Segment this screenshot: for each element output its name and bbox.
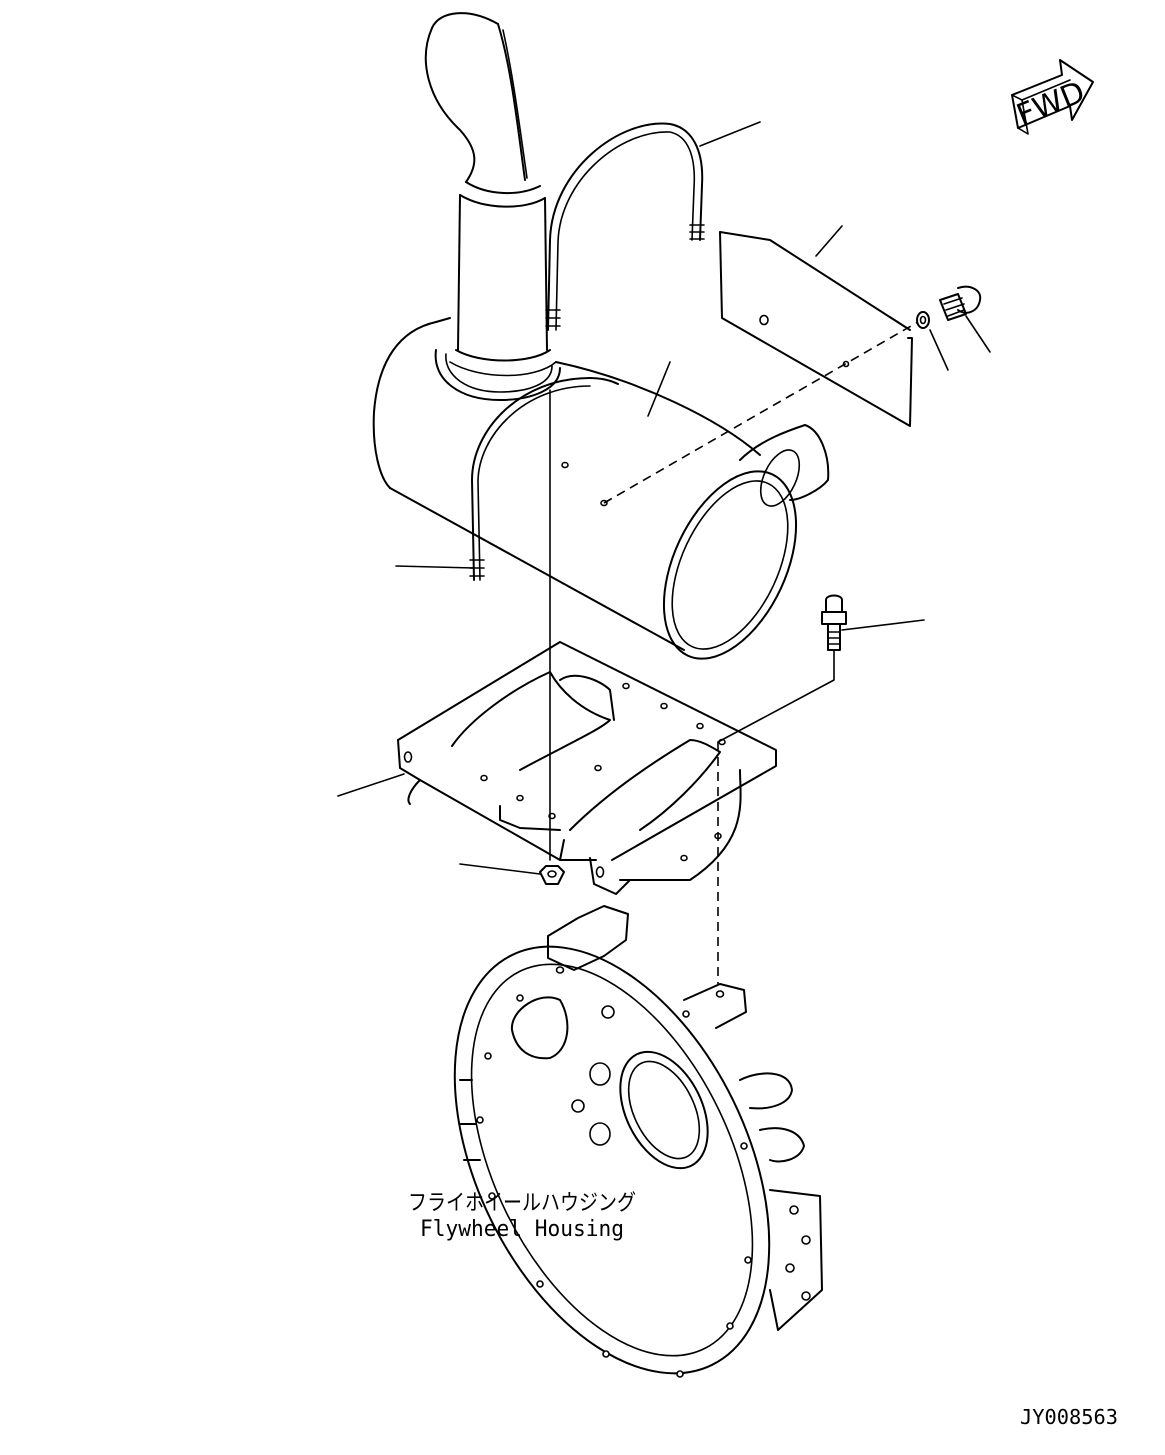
exhaust-pipe [424,12,557,377]
flywheel-housing-label: フライホイールハウジング Flywheel Housing [408,1191,636,1242]
washer [916,311,930,329]
nut [539,865,565,885]
bolt-middle [821,594,847,651]
fwd-arrow-icon: FWD [1011,59,1094,135]
u-bolt-upper [545,122,705,331]
u-bolt-left [469,377,619,581]
mounting-bracket [397,641,777,895]
part-label-english: Flywheel Housing [420,1217,624,1242]
bolt-upper [939,285,982,321]
fwd-label: FWD [1012,75,1090,134]
heat-shield-plate [719,231,913,427]
leader-lines [337,121,991,875]
part-label-japanese: フライホイールハウジング [408,1191,636,1216]
alignment-lines [549,321,919,984]
flywheel-housing [453,905,823,1378]
muffler [372,317,830,660]
drawing-id: JY008563 [1020,1405,1118,1429]
